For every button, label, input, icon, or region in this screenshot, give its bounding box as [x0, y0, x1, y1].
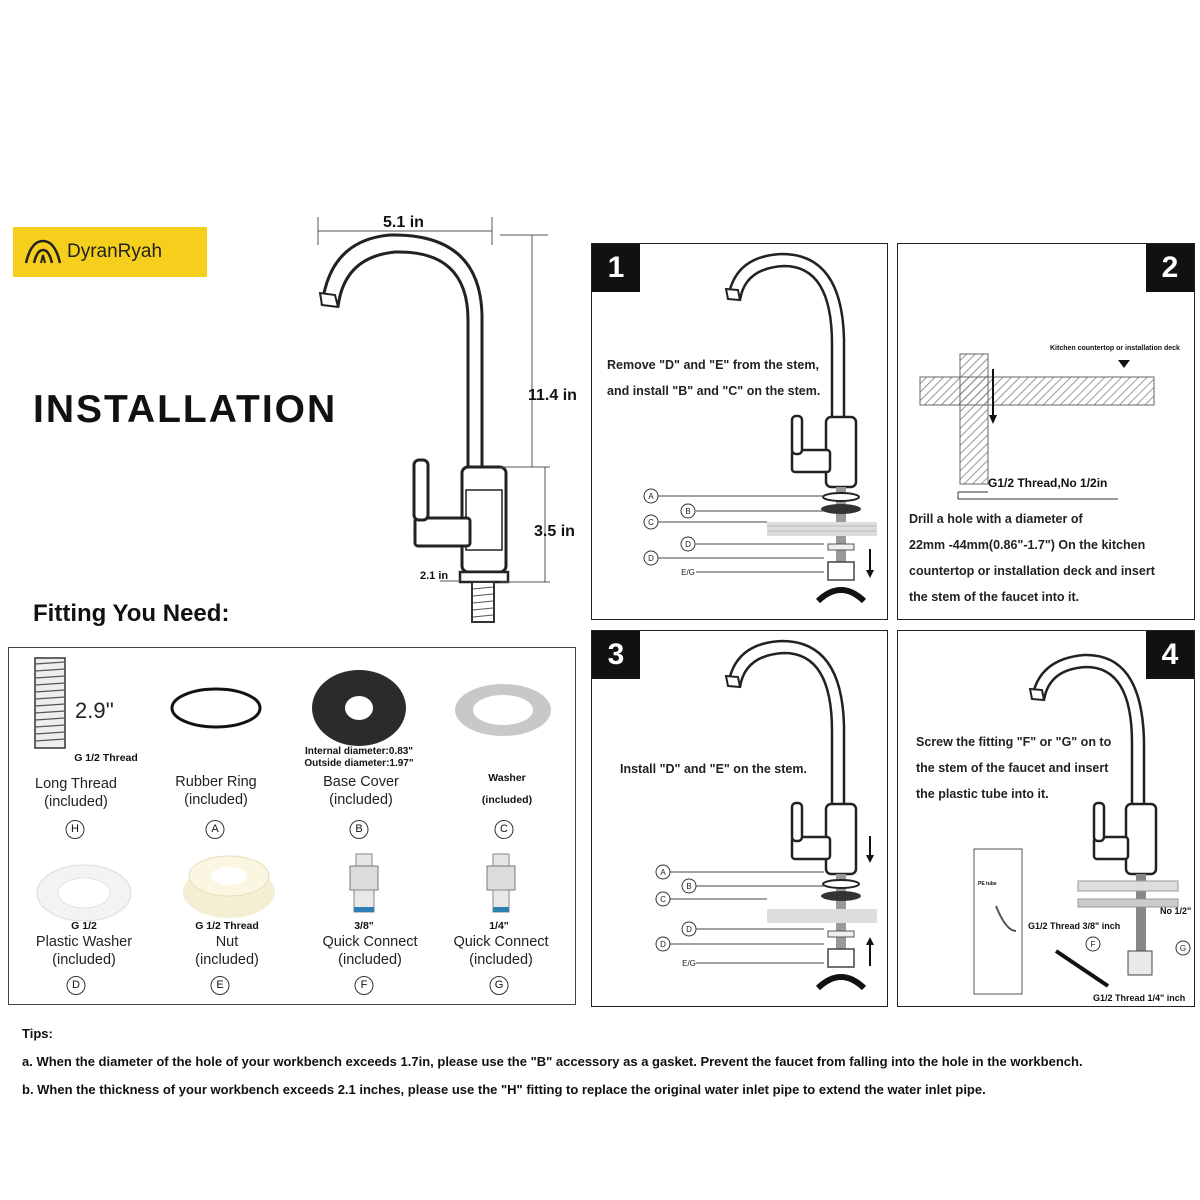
brand-name: DyranRyah — [67, 241, 163, 262]
quick-connect-38-letter: F — [354, 976, 374, 995]
base-height-dimension-label: 3.5 in — [534, 523, 575, 540]
step-3-text-line-1: Install "D" and "E" on the stem. — [620, 762, 807, 776]
page-title: INSTALLATION — [33, 388, 338, 431]
plastic-washer-size: G 1/2 — [71, 920, 97, 932]
step-4-label-no: No 1/2" — [1160, 906, 1192, 916]
quick-connect-14-letter: G — [489, 976, 509, 995]
step-4-number: 4 — [1146, 631, 1194, 679]
step-4-diagram: F G — [973, 653, 1191, 995]
tip-a: a. When the diameter of the hole of your… — [22, 1054, 1083, 1069]
step-4-label-38: G1/2 Thread 3/8" inch — [1028, 921, 1121, 931]
step-1-number: 1 — [592, 244, 640, 292]
step-2-text-line-1: Drill a hole with a diameter of — [909, 512, 1083, 526]
base-cover-name: Base Cover — [323, 774, 399, 790]
washer-letter: C — [494, 820, 514, 839]
tip-b: b. When the thickness of your workbench … — [22, 1082, 986, 1097]
step-2-panel: 2 Kitchen countertop or installation dec… — [897, 243, 1195, 620]
washer-note: (included) — [481, 794, 533, 806]
step-1-label-a: A — [648, 492, 654, 501]
step-1-panel: 1 A C B D D E/G Remove "D" and — [591, 243, 888, 620]
height-dimension-label: 11.4 in — [528, 387, 577, 404]
base-cover-note: (included) — [329, 792, 393, 808]
step-2-text-line-3: countertop or installation deck and inse… — [909, 564, 1155, 578]
rubber-ring-icon — [170, 687, 262, 729]
quick-connect-38-icon — [349, 853, 379, 913]
nut-icon — [183, 855, 275, 918]
base-cover-icon — [312, 670, 406, 746]
step-2-text-line-2: 22mm -44mm(0.86"-1.7") On the kitchen — [909, 538, 1146, 552]
step-3-label-a: A — [660, 868, 666, 877]
step-3-number: 3 — [592, 631, 640, 679]
plastic-washer-letter: D — [66, 976, 86, 995]
long-thread-note: (included) — [44, 794, 108, 810]
step-3-panel: 3 A C B D D E/G Install " — [591, 630, 888, 1007]
step-1-label-d2: D — [648, 554, 654, 563]
long-thread-spec: G 1/2 Thread — [74, 752, 138, 764]
nut-name: Nut — [215, 934, 239, 950]
rubber-ring-letter: A — [205, 820, 225, 839]
quick-connect-14-icon — [486, 853, 516, 913]
step-2-diagram — [919, 353, 1155, 500]
washer-icon — [455, 684, 551, 736]
step-4-letter-f: F — [1091, 940, 1096, 949]
long-thread-icon — [34, 657, 66, 749]
washer-name: Washer — [488, 772, 526, 784]
step-3-label-eg: E/G — [682, 959, 696, 968]
faucet-dimension-diagram — [317, 217, 550, 623]
long-thread-name: Long Thread — [35, 776, 117, 792]
tips-heading: Tips: — [22, 1026, 53, 1041]
quick-connect-14-size: 1/4" — [489, 920, 509, 932]
rubber-ring-note: (included) — [184, 792, 248, 808]
step-1-text-line-2: and install "B" and "C" on the stem. — [607, 384, 821, 398]
base-width-dimension-label: 2.1 in — [420, 570, 449, 582]
quick-connect-38-note: (included) — [338, 952, 402, 968]
step-4-panel: 4 F G PE tube G1/2 Thread 3/8" inch No 1… — [897, 630, 1195, 1007]
fittings-panel: 2.9'' G 1/2 Thread Long Thread (included… — [8, 647, 576, 1005]
step-1-text-line-1: Remove "D" and "E" from the stem, — [607, 358, 819, 372]
step-1-label-d: D — [685, 540, 691, 549]
base-cover-letter: B — [349, 820, 369, 839]
base-cover-spec-outside: Outside diameter:1.97" — [304, 758, 414, 769]
nut-note: (included) — [195, 952, 259, 968]
step-3-diagram: A C B D D E/G — [655, 639, 877, 991]
step-2-text-line-4: the stem of the faucet into it. — [909, 590, 1080, 604]
plastic-washer-icon — [36, 864, 132, 922]
step-3-label-c: C — [660, 895, 666, 904]
step-3-label-d2: D — [660, 940, 666, 949]
plastic-washer-name: Plastic Washer — [35, 934, 133, 950]
step-3-label-b: B — [686, 882, 691, 891]
base-cover-spec-internal: Internal diameter:0.83" — [304, 746, 414, 757]
step-4-letter-g: G — [1180, 944, 1186, 953]
quick-connect-38-name: Quick Connect — [322, 934, 418, 950]
step-2-deck-label: Kitchen countertop or installation deck — [1050, 345, 1180, 352]
quick-connect-38-size: 3/8" — [354, 920, 374, 932]
step-4-text-line-3: the plastic tube into it. — [916, 787, 1049, 801]
width-dimension-label: 5.1 in — [383, 214, 424, 231]
nut-size: G 1/2 Thread — [195, 920, 259, 932]
step-1-label-c: C — [648, 518, 654, 527]
brand-mark-icon — [24, 239, 62, 264]
quick-connect-14-name: Quick Connect — [453, 934, 549, 950]
step-2-thread-label: G1/2 Thread,No 1/2in — [988, 476, 1108, 490]
long-thread-letter: H — [65, 820, 85, 839]
fittings-heading: Fitting You Need: — [33, 600, 230, 627]
plastic-washer-note: (included) — [52, 952, 116, 968]
step-1-diagram: A C B D D E/G — [643, 252, 877, 604]
quick-connect-14-note: (included) — [469, 952, 533, 968]
step-4-text-line-1: Screw the fitting "F" or "G" on to — [916, 735, 1112, 749]
step-4-label-14: G1/2 Thread 1/4" inch — [1093, 993, 1186, 1003]
step-4-tube-label: PE tube — [978, 881, 997, 887]
nut-letter: E — [210, 976, 230, 995]
step-1-label-b: B — [685, 507, 690, 516]
step-4-text-line-2: the stem of the faucet and insert — [916, 761, 1109, 775]
step-1-label-eg: E/G — [681, 568, 695, 577]
brand-logo: DyranRyah — [13, 227, 207, 277]
rubber-ring-name: Rubber Ring — [175, 774, 257, 790]
step-2-number: 2 — [1146, 244, 1194, 292]
long-thread-length: 2.9'' — [75, 698, 114, 723]
step-3-label-d: D — [686, 925, 692, 934]
tips-section: Tips: a. When the diameter of the hole o… — [22, 1020, 1083, 1104]
